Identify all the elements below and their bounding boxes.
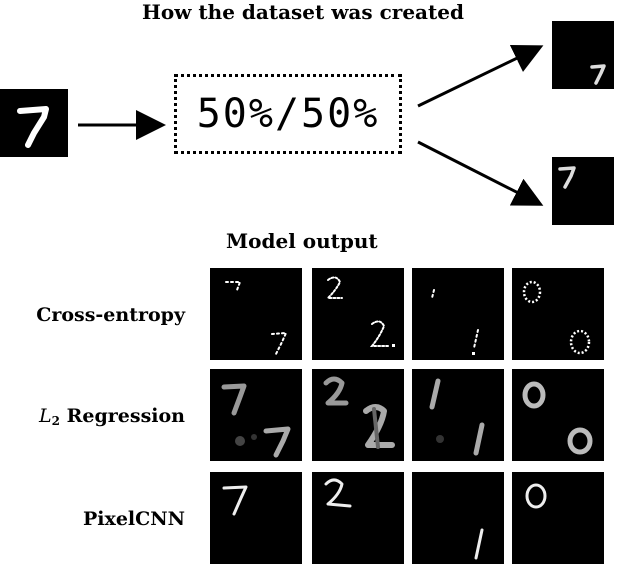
- l2-subscript: 2: [51, 414, 61, 428]
- pixelcnn-sample-2: [312, 472, 404, 564]
- l2-symbol: L: [39, 405, 52, 427]
- model-output-title: Model output: [226, 229, 378, 253]
- dataset-creation-title: How the dataset was created: [142, 0, 464, 24]
- l2-sample-0: [512, 369, 604, 461]
- cross-entropy-sample-0: [512, 268, 604, 360]
- pixelcnn-sample-7: [210, 472, 302, 564]
- l2-sample-1: [412, 369, 504, 461]
- row-label-pixelcnn: PixelCNN: [83, 508, 185, 530]
- pixelcnn-sample-0: [512, 472, 604, 564]
- l2-sample-7: [210, 369, 302, 461]
- output-digit-bottom-right-image: [552, 21, 614, 89]
- split-ratio-box: 50%/50%: [174, 74, 402, 154]
- cross-entropy-sample-7: [210, 268, 302, 360]
- l2-sample-2: [312, 369, 404, 461]
- cross-entropy-sample-1: [412, 268, 504, 360]
- arrow-to-output-bottom: [417, 140, 544, 206]
- output-digit-top-left-image: [552, 157, 614, 225]
- split-ratio-text: 50%/50%: [196, 91, 380, 137]
- row-label-l2-regression: L2 Regression: [0, 405, 185, 428]
- cross-entropy-sample-2: [312, 268, 404, 360]
- l2-suffix: Regression: [60, 405, 185, 427]
- input-digit-seven-image: [0, 89, 68, 157]
- pixelcnn-sample-1: [412, 472, 504, 564]
- arrow-to-output-top: [417, 44, 544, 108]
- row-label-cross-entropy: Cross-entropy: [36, 304, 185, 326]
